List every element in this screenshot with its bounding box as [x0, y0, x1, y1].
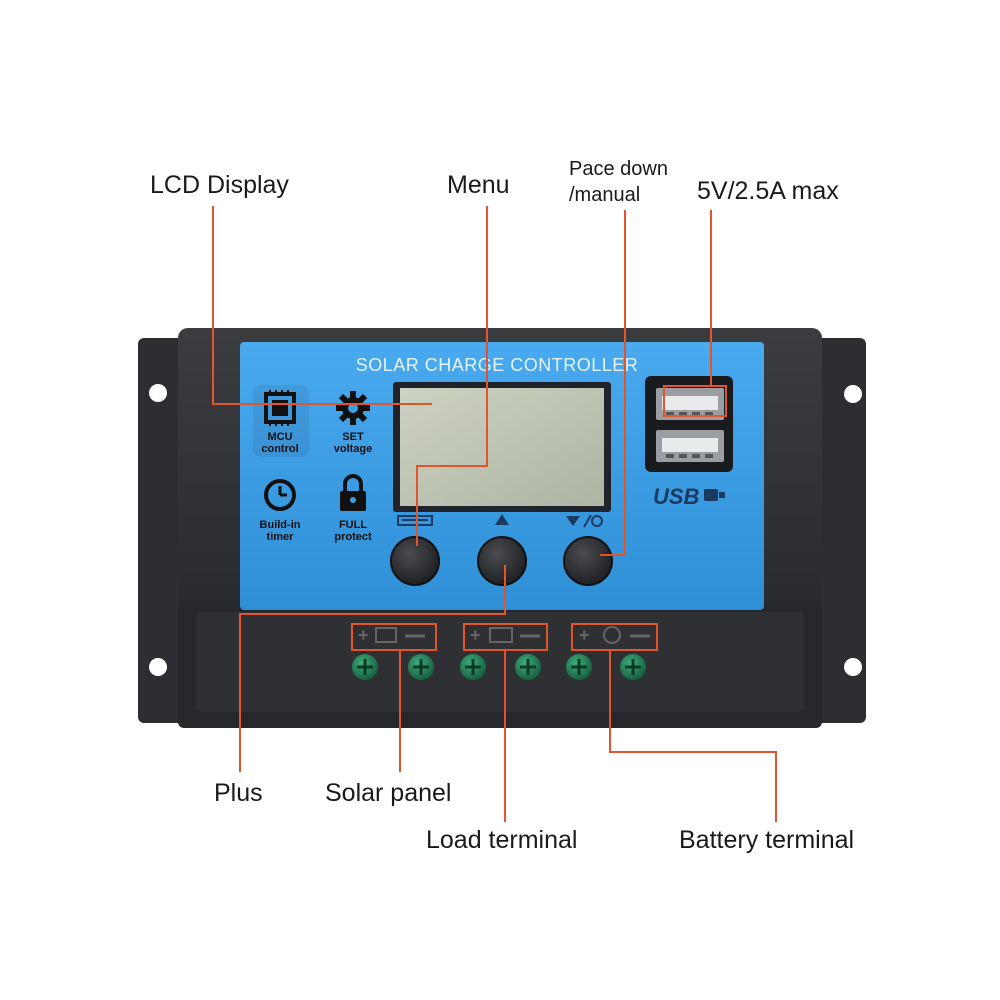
- feature-label-line1: SET: [342, 431, 364, 443]
- feature-label-line2: voltage: [334, 443, 373, 455]
- feature-tile-mcu: MCU control: [253, 385, 309, 457]
- usb-port-block: [645, 376, 733, 472]
- usb-logo: USB: [653, 484, 700, 509]
- feature-label-line1: MCU: [267, 431, 292, 443]
- mount-hole-bottom-right: [844, 658, 862, 676]
- solar-plus-screw[interactable]: [352, 654, 378, 680]
- lock-icon: [340, 474, 366, 511]
- label-pace-down-line2: /manual: [569, 184, 641, 206]
- leader-battery-terminal: [609, 650, 777, 822]
- plug-icon: [704, 489, 725, 501]
- feature-tile-protect: FULL protect: [334, 474, 372, 543]
- battery-minus-screw[interactable]: [620, 654, 646, 680]
- load-plus-screw[interactable]: [460, 654, 486, 680]
- label-menu: Menu: [447, 171, 510, 199]
- lcd-screen: [400, 388, 604, 506]
- svg-text:+: +: [579, 625, 590, 645]
- mount-hole-top-left: [149, 384, 167, 402]
- leader-lcd-display: [212, 206, 432, 405]
- solar-highlight-box: [351, 623, 437, 651]
- label-solar-panel: Solar panel: [325, 779, 452, 807]
- mount-hole-bottom-left: [149, 658, 167, 676]
- feature-label-line2: protect: [334, 531, 372, 543]
- label-plus: Plus: [214, 779, 263, 807]
- device-title: SOLAR CHARGE CONTROLLER: [356, 355, 639, 375]
- feature-tile-timer: Build-in timer: [260, 479, 301, 543]
- leader-plus: [239, 565, 506, 772]
- battery-terminal-marker: +: [579, 625, 650, 645]
- battery-plus-screw[interactable]: [566, 654, 592, 680]
- menu-glyph-icon: [397, 515, 433, 526]
- terminal-screws: [352, 654, 646, 680]
- feature-label-line2: control: [261, 443, 298, 455]
- svg-text:+: +: [358, 625, 369, 645]
- down-manual-glyph-icon: [566, 514, 603, 528]
- leader-menu: [416, 206, 488, 546]
- load-minus-screw[interactable]: [515, 654, 541, 680]
- gear-icon: [336, 391, 370, 425]
- battery-highlight-box: [571, 623, 658, 651]
- mount-hole-top-right: [844, 385, 862, 403]
- clock-icon: [264, 479, 296, 511]
- label-load-terminal: Load terminal: [426, 826, 578, 854]
- label-usb-rating: 5V/2.5A max: [697, 177, 839, 205]
- load-terminal-marker: +: [470, 625, 540, 645]
- feature-label-line2: timer: [267, 531, 295, 543]
- leader-pace-down: [600, 210, 626, 556]
- leader-lines: [212, 206, 777, 822]
- label-pace-down: Pace down /manual: [569, 156, 668, 208]
- up-button[interactable]: [477, 536, 527, 586]
- feature-tile-set-voltage: SET voltage: [334, 391, 373, 455]
- svg-text:+: +: [470, 625, 481, 645]
- usb-highlight-box: [663, 385, 727, 417]
- feature-label-line1: Build-in: [260, 519, 301, 531]
- solar-terminal-marker: +: [358, 625, 425, 645]
- menu-button[interactable]: [390, 536, 440, 586]
- down-manual-button[interactable]: [563, 536, 613, 586]
- solar-minus-screw[interactable]: [408, 654, 434, 680]
- label-lcd-display: LCD Display: [150, 171, 289, 199]
- feature-label-line1: FULL: [339, 519, 367, 531]
- up-arrow-icon: [495, 514, 509, 525]
- label-battery-terminal: Battery terminal: [679, 826, 855, 854]
- label-pace-down-line1: Pace down: [569, 158, 668, 180]
